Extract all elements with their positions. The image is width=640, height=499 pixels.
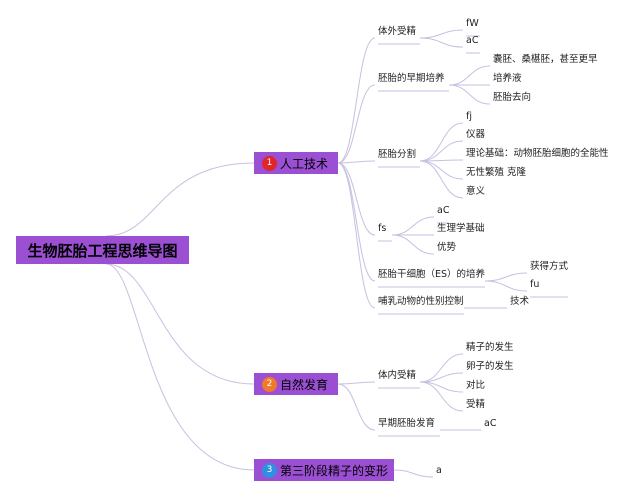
- leaf-node[interactable]: 优势: [437, 242, 457, 253]
- number-1-icon: 1: [262, 155, 277, 171]
- connector-line: [337, 160, 376, 164]
- connector-line: [419, 37, 464, 48]
- leaf-node[interactable]: aC: [466, 35, 479, 46]
- connector-line: [419, 160, 464, 199]
- connector-line: [484, 280, 528, 292]
- connector-line: [419, 372, 464, 383]
- root-label: 生物胚胎工程思维导图: [27, 241, 178, 260]
- number-3-icon: 3: [262, 462, 277, 478]
- subnode-early-embryo-culture[interactable]: 胚胎的早期培养: [378, 73, 445, 84]
- leaf-node[interactable]: aC: [437, 205, 450, 216]
- connector-line: [337, 383, 376, 431]
- leaf-node[interactable]: fW: [466, 18, 479, 29]
- connector-line: [337, 84, 376, 164]
- leaf-node[interactable]: 培养液: [493, 73, 522, 84]
- branch-node-artificial[interactable]: 1 人工技术: [254, 152, 338, 174]
- leaf-node[interactable]: 受精: [466, 399, 486, 410]
- leaf-node[interactable]: 对比: [466, 380, 486, 391]
- connector-line: [393, 469, 434, 478]
- subnode-early-embryo-development[interactable]: 早期胚胎发育: [378, 418, 436, 429]
- leaf-node[interactable]: 精子的发生: [466, 342, 514, 353]
- leaf-node[interactable]: 卵子的发生: [466, 361, 514, 372]
- leaf-node[interactable]: 理论基础：动物胚胎细胞的全能性: [466, 148, 609, 159]
- leaf-node[interactable]: 无性繁殖 克隆: [466, 167, 527, 178]
- connector-line: [337, 381, 376, 385]
- connector-line: [337, 162, 376, 282]
- subnode-es-cell-culture[interactable]: 胚胎干细胞（ES）的培养: [378, 269, 486, 280]
- leaf-node[interactable]: 意义: [466, 186, 486, 197]
- connector-line: [419, 140, 464, 162]
- branch-node-natural[interactable]: 2 自然发育: [254, 373, 338, 395]
- connector-line: [419, 381, 464, 412]
- leaf-node[interactable]: 技术: [510, 296, 530, 307]
- subnode-embryo-splitting[interactable]: 胚胎分割: [378, 149, 417, 160]
- branch-label: 人工技术: [280, 156, 329, 171]
- connector-line: [391, 216, 435, 236]
- connector-line: [391, 234, 435, 255]
- connector-line: [105, 263, 255, 471]
- leaf-node[interactable]: fu: [530, 279, 540, 290]
- connector-line: [419, 353, 464, 383]
- number-2-icon: 2: [262, 376, 277, 392]
- subnode-in-vivo-fertilization[interactable]: 体内受精: [378, 370, 417, 381]
- connector-line: [419, 122, 464, 162]
- root-node[interactable]: 生物胚胎工程思维导图: [16, 236, 189, 264]
- leaf-node[interactable]: 囊胚、桑椹胚，甚至更早: [493, 54, 598, 65]
- connector-line: [337, 37, 376, 164]
- branch-node-sperm-transformation[interactable]: 3 第三阶段精子的变形: [254, 459, 394, 481]
- subnode-fs[interactable]: fs: [378, 223, 387, 234]
- connector-line: [448, 84, 491, 105]
- leaf-node[interactable]: 胚胎去向: [493, 92, 532, 103]
- connector-line: [337, 162, 376, 309]
- connector-line: [337, 162, 376, 236]
- subnode-sex-control[interactable]: 哺乳动物的性别控制: [378, 296, 464, 307]
- leaf-node[interactable]: 生理学基础: [437, 223, 485, 234]
- connector-line: [419, 160, 464, 180]
- leaf-node[interactable]: 获得方式: [530, 261, 569, 272]
- connector-line: [484, 272, 528, 282]
- connector-line: [448, 65, 491, 86]
- leaf-node[interactable]: 仪器: [466, 129, 486, 140]
- connector-line: [419, 29, 464, 39]
- connector-line: [105, 162, 255, 237]
- branch-label: 第三阶段精子的变形: [280, 463, 389, 478]
- subnode-in-vitro-fertilization[interactable]: 体外受精: [378, 26, 417, 37]
- connector-line: [105, 263, 255, 385]
- leaf-node[interactable]: aC: [484, 418, 497, 429]
- branch-label: 自然发育: [280, 377, 329, 392]
- leaf-node[interactable]: a: [436, 465, 442, 476]
- leaf-node[interactable]: fj: [466, 111, 472, 122]
